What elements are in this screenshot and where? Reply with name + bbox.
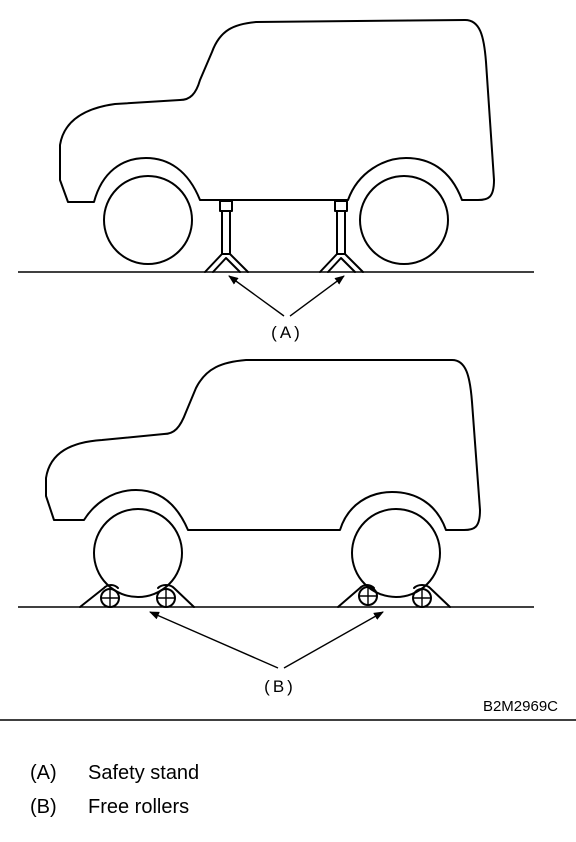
free-roller-set-2: [337, 584, 451, 608]
safety-stand-2: [319, 200, 364, 273]
car-body-top: [59, 19, 495, 203]
car-body-bottom: [45, 359, 481, 531]
legend-item-free-rollers: (B) Free rollers: [30, 790, 199, 824]
figure-code: B2M2969C: [483, 698, 558, 715]
callout-a-label: (A): [271, 323, 303, 342]
wheel-rear-bottom: [351, 508, 441, 598]
legend-item-safety-stand: (A) Safety stand: [30, 756, 199, 790]
top-illustration: (A): [18, 19, 534, 342]
callout-b-arrow-left: [149, 611, 279, 669]
callout-a-arrow-right: [289, 275, 345, 317]
legend-label-safety-stand: Safety stand: [88, 762, 200, 784]
wheel-front-bottom: [93, 508, 183, 598]
legend-label-free-rollers: Free rollers: [88, 796, 190, 818]
vehicle-support-diagram: (A): [0, 19, 576, 721]
roller-4: [412, 588, 432, 608]
callout-b-arrow-right: [283, 611, 384, 669]
roller-3: [358, 586, 378, 606]
roller-2: [156, 588, 176, 608]
free-roller-set-1: [79, 584, 195, 608]
roller-1: [100, 588, 120, 608]
wheel-front-top: [103, 175, 193, 265]
safety-stand-1: [204, 200, 249, 273]
wheel-rear-top: [359, 175, 449, 265]
legend-key-a: (A): [30, 762, 57, 784]
legend-key-b: (B): [30, 796, 57, 818]
callout-a-arrow-left: [228, 275, 285, 317]
legend: (A) Safety stand (B) Free rollers: [30, 756, 199, 824]
callout-b-label: (B): [264, 677, 296, 696]
bottom-illustration: (B): [18, 359, 534, 696]
